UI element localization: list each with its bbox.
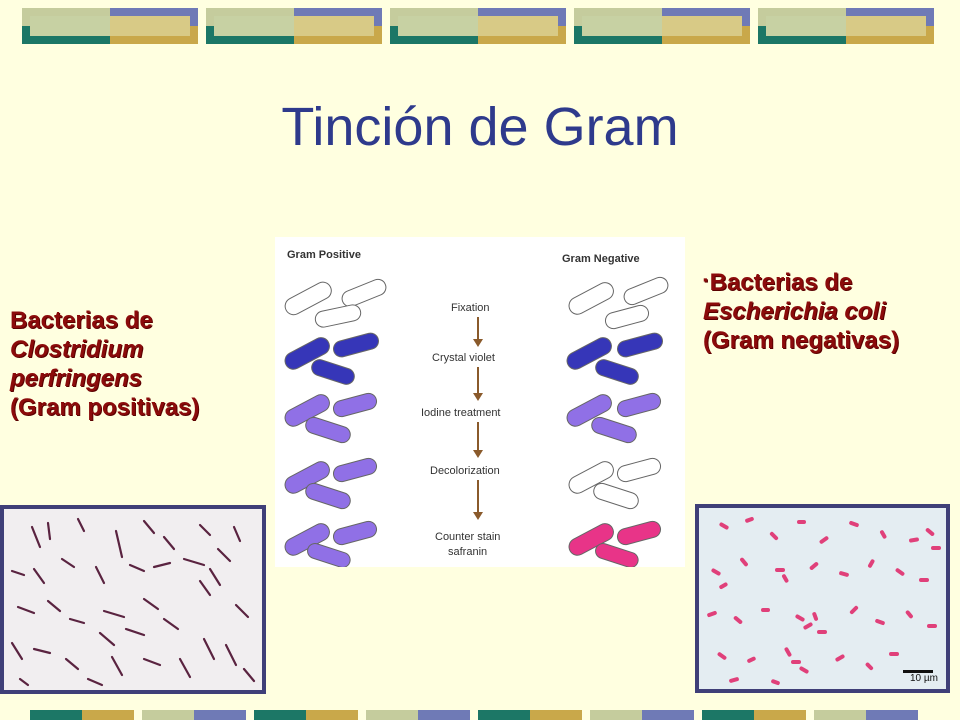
ecoli-micrograph: 10 µm bbox=[695, 504, 950, 693]
caption-text: Bacterias de bbox=[709, 269, 853, 296]
gram-negative-caption: ▪Bacterias de Escherichia coli (Gram neg… bbox=[703, 265, 958, 355]
slide-title: Tinción de Gram bbox=[281, 97, 679, 157]
band-tile bbox=[702, 710, 806, 720]
step-decolorization: Decolorization bbox=[430, 465, 500, 477]
gram-positive-cells bbox=[284, 278, 387, 567]
caption-line: Bacterias de bbox=[10, 307, 153, 334]
bullet-icon: ▪ bbox=[703, 272, 708, 287]
scale-bar bbox=[903, 670, 933, 673]
step-fixation: Fixation bbox=[451, 302, 490, 314]
band-tile bbox=[390, 8, 566, 44]
band-tile bbox=[22, 8, 198, 44]
gram-positive-caption: Bacterias de Clostridium perfringens (Gr… bbox=[10, 306, 260, 422]
band-tile bbox=[758, 8, 934, 44]
band-tile bbox=[366, 710, 470, 720]
rod-cells bbox=[10, 517, 256, 687]
gram-stain-diagram: Gram Positive Gram Negative Fixation Cry… bbox=[275, 237, 685, 567]
caption-genus: Clostridium bbox=[10, 336, 144, 363]
caption-species: Escherichia coli bbox=[703, 298, 886, 325]
process-arrows bbox=[473, 317, 483, 520]
scale-label: 10 µm bbox=[910, 673, 938, 684]
caption-gram-type: (Gram negativas) bbox=[703, 327, 900, 354]
step-crystal-violet: Crystal violet bbox=[432, 352, 495, 364]
step-safranin: safranin bbox=[448, 546, 487, 558]
step-counter-stain: Counter stain bbox=[435, 531, 500, 543]
rod-cells bbox=[707, 516, 941, 686]
band-tile bbox=[254, 710, 358, 720]
top-decorative-band bbox=[22, 8, 934, 44]
diagram-heading-positive: Gram Positive bbox=[287, 249, 361, 261]
caption-gram-type: (Gram positivas) bbox=[10, 394, 200, 421]
caption-line: ▪Bacterias de bbox=[703, 265, 958, 297]
band-tile bbox=[478, 710, 582, 720]
bottom-decorative-band bbox=[30, 710, 918, 720]
band-tile bbox=[142, 710, 246, 720]
diagram-heading-negative: Gram Negative bbox=[562, 253, 640, 265]
band-tile bbox=[30, 710, 134, 720]
band-tile bbox=[206, 8, 382, 44]
clostridium-micrograph bbox=[0, 505, 266, 694]
band-tile bbox=[590, 710, 694, 720]
band-tile bbox=[574, 8, 750, 44]
caption-species: perfringens bbox=[10, 365, 143, 392]
step-iodine: Iodine treatment bbox=[421, 407, 501, 419]
band-tile bbox=[814, 710, 918, 720]
gram-negative-cells bbox=[566, 276, 669, 567]
